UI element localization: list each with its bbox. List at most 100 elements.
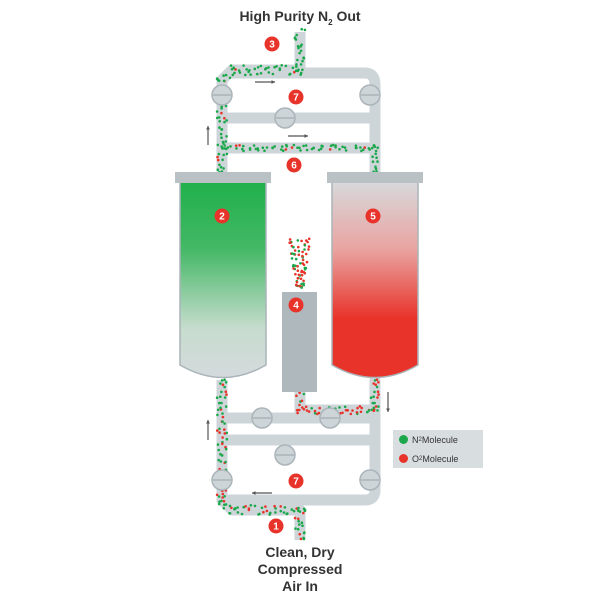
molecule-dot [297,519,301,523]
molecule-dot [224,447,228,451]
molecule-dot [295,280,299,284]
molecule-dot [363,146,367,149]
molecule-dot [225,437,229,441]
molecule-dot [223,432,227,435]
molecule-dot [216,158,220,162]
molecule-dot [267,66,270,69]
molecule-dot [221,436,224,439]
step-marker-label-m5: 5 [370,212,376,223]
molecule-dot [354,144,358,147]
molecule-dot [248,69,251,72]
molecule-dot [295,33,299,37]
step-marker-label-m7a: 7 [293,93,299,104]
molecule-dot [371,160,375,163]
step-marker-label-m3: 3 [269,40,275,51]
molecule-dot [300,43,303,46]
molecule-dot [301,254,304,258]
molecule-dot [223,385,226,389]
molecule-dot [228,504,232,508]
molecule-dot [271,146,274,149]
molecule-dot [294,257,298,261]
flow-arrows [206,80,390,495]
molecule-dot [220,390,223,394]
molecule-dot [240,512,244,516]
legend-o2-suffix: Molecule [422,453,459,464]
molecule-dot [294,527,297,530]
molecule-dot [233,71,236,75]
molecule-dot [282,511,286,514]
molecule-dot [228,512,232,515]
vessel-left [179,179,267,379]
molecule-dot [238,144,241,147]
step-marker-m7b [288,473,304,489]
molecule-dot [369,396,373,400]
molecule-dot [338,148,341,151]
molecule-dot [220,401,223,405]
top-title: High Purity N2 Out [0,8,600,27]
molecule-dot [298,510,302,513]
step-marker-m2 [214,208,230,224]
molecule-dot [234,68,237,71]
molecule-dot [359,146,362,149]
arrowhead [304,134,308,138]
molecule-dot [355,146,358,150]
red-dot-icon [399,454,408,463]
molecule-dot [294,283,298,287]
molecule-dot [225,152,229,156]
molecule-dot [294,38,298,41]
molecule-dot [302,407,306,411]
molecule-dot [283,506,287,509]
molecule-dot [305,239,308,242]
molecule-dot [300,27,304,31]
molecule-dot [220,145,223,148]
molecule-dot [230,506,233,510]
molecule-dot [299,49,303,53]
molecule-dot [296,277,300,280]
molecule-dot [307,245,311,248]
molecule-dot [302,531,306,535]
molecule-dot [295,409,299,412]
molecule-dot [217,116,221,119]
molecule-dot [301,59,304,63]
molecule-dot [331,143,335,147]
molecule-dot [297,253,301,257]
molecule-dot [299,73,303,76]
molecule-dot [298,403,301,407]
molecule-dot [302,507,306,511]
molecule-dot [217,152,221,156]
molecule-dot [249,73,252,76]
molecule-dot [341,145,344,149]
molecule-dot [257,513,260,516]
molecule-dot [296,269,300,273]
molecule-dot [242,144,245,148]
bottom-title-line-3: Air In [282,578,318,594]
molecule-dot [302,144,305,148]
molecule-dot [221,158,224,162]
molecule-dot [312,146,316,150]
molecule-dot [256,66,260,69]
molecule-dot [291,66,295,70]
molecule-dot [301,262,305,265]
molecule-dot [221,442,224,446]
legend-o2-sub: 2 [419,455,423,462]
molecule-dot [293,70,296,74]
molecule-dot [231,73,235,77]
molecule-dot [359,410,363,414]
molecule-dot [356,406,359,410]
legend-o2-prefix: O [412,453,420,464]
molecule-dot [230,67,234,71]
molecule-dot [371,155,374,158]
molecule-dot [280,145,284,148]
molecule-dot [279,509,283,513]
molecule-dot [218,120,221,123]
molecule-dot [249,504,253,507]
molecule-dot [293,249,297,252]
molecule-dot [371,401,375,405]
molecule-dot [310,407,314,410]
molecule-dot [344,149,348,152]
molecule-dot [244,73,247,77]
molecule-dot [299,149,302,152]
molecule-dot [292,267,295,270]
flow-pipe [216,380,306,540]
